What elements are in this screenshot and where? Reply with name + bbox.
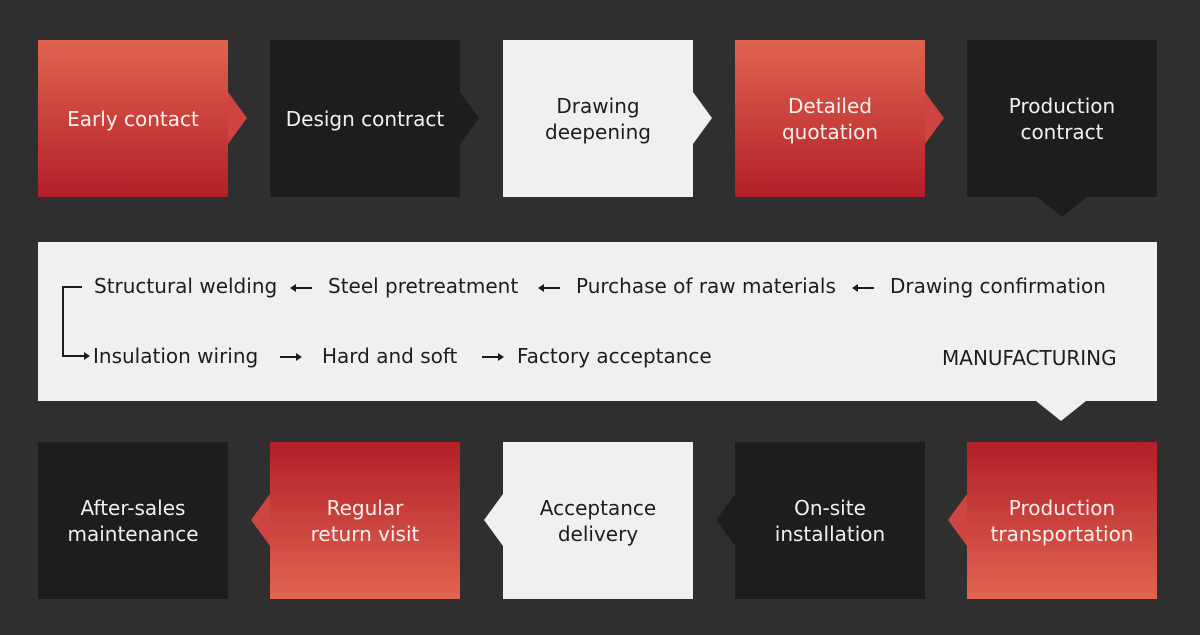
step-design-contract: Design contract bbox=[270, 40, 479, 197]
process-factory-acceptance: Factory acceptance bbox=[517, 344, 712, 368]
step-label: Design contract bbox=[285, 106, 445, 131]
arrow-right-icon bbox=[482, 353, 504, 361]
step-after-sales-maintenance: After-sales maintenance bbox=[38, 442, 228, 599]
arrow-right-icon bbox=[228, 92, 247, 144]
step-production-contract: Production contract bbox=[967, 40, 1157, 217]
step-drawing-deepening: Drawing deepening bbox=[503, 40, 712, 197]
process-hard-and-soft: Hard and soft bbox=[322, 344, 458, 368]
arrow-down-icon bbox=[1037, 197, 1087, 217]
step-acceptance-delivery: Acceptance delivery bbox=[484, 442, 693, 599]
loop-connector-vertical bbox=[62, 286, 64, 357]
step-regular-return-visit: Regular return visit bbox=[251, 442, 460, 599]
arrow-left-icon bbox=[251, 494, 270, 546]
arrow-left-icon bbox=[484, 494, 503, 546]
step-label: Acceptance delivery bbox=[539, 495, 657, 546]
arrow-left-icon bbox=[538, 284, 560, 292]
step-label: Production transportation bbox=[990, 495, 1134, 546]
manufacturing-panel: Structural welding Steel pretreatment Pu… bbox=[38, 242, 1157, 421]
step-on-site-installation: On-site installation bbox=[716, 442, 925, 599]
process-structural-welding: Structural welding bbox=[94, 274, 278, 298]
process-insulation-wiring: Insulation wiring bbox=[93, 344, 259, 368]
step-early-contact: Early contact bbox=[38, 40, 247, 197]
arrow-left-icon bbox=[290, 284, 312, 292]
process-drawing-confirmation: Drawing confirmation bbox=[890, 274, 1106, 298]
step-label: Regular return visit bbox=[310, 495, 420, 546]
arrow-right-icon bbox=[280, 353, 302, 361]
arrow-right-icon bbox=[62, 352, 90, 360]
loop-connector-top bbox=[62, 286, 82, 288]
arrow-left-icon bbox=[852, 284, 874, 292]
manufacturing-title: MANUFACTURING bbox=[942, 346, 1117, 370]
process-purchase-raw-materials: Purchase of raw materials bbox=[576, 274, 836, 298]
step-label: Detailed quotation bbox=[781, 93, 878, 144]
step-label: On-site installation bbox=[774, 495, 886, 546]
arrow-down-icon bbox=[1036, 401, 1086, 421]
step-label: After-sales maintenance bbox=[67, 495, 199, 546]
arrow-right-icon bbox=[693, 92, 712, 144]
step-production-transportation: Production transportation bbox=[948, 442, 1157, 599]
step-label: Early contact bbox=[67, 106, 199, 131]
step-label: Production contract bbox=[1008, 93, 1116, 144]
arrow-left-icon bbox=[948, 494, 967, 546]
step-detailed-quotation: Detailed quotation bbox=[735, 40, 944, 197]
step-label: Drawing deepening bbox=[545, 93, 651, 144]
arrow-right-icon bbox=[925, 92, 944, 144]
arrow-left-icon bbox=[716, 494, 735, 546]
process-steel-pretreatment: Steel pretreatment bbox=[328, 274, 519, 298]
arrow-right-icon bbox=[460, 92, 479, 144]
